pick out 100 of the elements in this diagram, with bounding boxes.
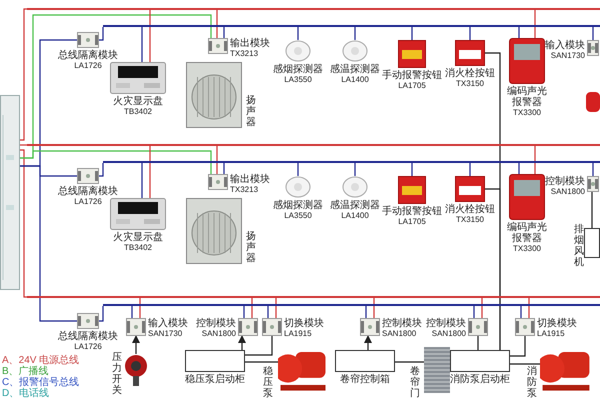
model-number: LA1915	[537, 329, 566, 339]
device-name: 控制模块	[382, 318, 423, 329]
model-number: SAN1730	[148, 329, 184, 339]
device-name: 消火栓按钮	[444, 68, 496, 79]
device-name: 输入模块	[148, 318, 189, 329]
legend-text: B、广播线	[2, 366, 49, 377]
wire	[411, 163, 413, 176]
model-number: LA3550	[283, 75, 313, 85]
wire	[592, 163, 594, 176]
wire	[373, 298, 375, 318]
device-name: 输入模块	[545, 40, 585, 51]
wire	[99, 163, 104, 177]
arrow	[364, 335, 372, 350]
device-name: 卷帘门	[410, 366, 420, 399]
legend-text: D、电话线	[2, 388, 50, 399]
wire	[20, 8, 27, 141]
device-name: 感烟探测器	[272, 64, 324, 75]
wire	[267, 306, 269, 318]
wire	[141, 163, 143, 198]
wire	[485, 188, 501, 350]
model-number: LA3550	[283, 211, 313, 221]
model-number: SAN1730	[550, 51, 585, 61]
wire	[245, 336, 273, 356]
wire	[131, 306, 133, 318]
arrow	[238, 335, 246, 350]
model-number: TX3150	[454, 215, 486, 225]
device-name: 消防泵启动柜	[450, 374, 510, 385]
wire	[395, 361, 424, 363]
arrow	[132, 335, 140, 354]
wire	[481, 298, 483, 318]
device-name: 稳压泵启动柜	[185, 374, 245, 385]
model-number: LA1915	[284, 329, 313, 339]
device-name: 控制模块	[545, 176, 585, 187]
model-number: LA1400	[340, 75, 370, 85]
wire	[216, 10, 218, 38]
device-name: 总线隔离模块	[57, 186, 119, 197]
model-number: SAN1800	[550, 187, 585, 197]
model-number: LA1726	[73, 342, 103, 352]
model-number: LA1400	[340, 211, 370, 221]
model-number: LA1705	[397, 81, 427, 91]
device-name: 总线隔离模块	[57, 50, 119, 61]
model-number: LA1726	[73, 61, 103, 71]
device-name: 切换模块	[284, 318, 325, 329]
wire	[520, 306, 522, 318]
wire	[365, 306, 367, 318]
device-name: 总线隔离模块	[57, 331, 119, 342]
wire	[473, 306, 475, 318]
device-name: 输出模块	[230, 174, 271, 185]
wire	[510, 363, 540, 365]
wire	[591, 192, 593, 228]
model-number: TX3213	[230, 185, 260, 195]
wire	[243, 306, 245, 318]
device-name: 消防泵	[527, 366, 537, 399]
model-number: SAN1800	[200, 329, 236, 339]
wire	[534, 10, 536, 38]
wire	[510, 336, 526, 357]
wire	[275, 298, 277, 318]
wire	[141, 27, 143, 62]
device-name: 扬声器	[246, 95, 256, 128]
model-number: SAN1800	[382, 329, 418, 339]
wire	[149, 146, 151, 198]
device-name: 编码声光报警器	[506, 86, 548, 108]
model-number: TX3213	[230, 49, 260, 59]
device-name: 手动报警按钮	[381, 70, 443, 81]
device-name: 消火栓按钮	[444, 204, 496, 215]
wire	[245, 361, 278, 363]
device-name: 控制模块	[425, 318, 466, 329]
device-name: 扬声器	[246, 231, 256, 264]
model-number: TX3300	[512, 108, 542, 118]
device-name: 火灾显示盘	[112, 96, 164, 107]
wire	[469, 27, 471, 40]
device-name: 稳压泵	[263, 366, 273, 399]
device-name: 切换模块	[537, 318, 578, 329]
wire	[518, 163, 520, 174]
wire	[297, 163, 299, 176]
device-name: 卷帘控制箱	[339, 374, 391, 385]
device-name: 火灾显示盘	[112, 232, 164, 243]
model-number: LA1726	[73, 197, 103, 207]
wire	[251, 298, 253, 318]
wire	[528, 298, 530, 318]
device-name: 感温探测器	[329, 64, 381, 75]
model-number: TX3150	[454, 79, 486, 89]
wire	[223, 163, 225, 174]
legend-text: C、报警信号总线	[2, 377, 80, 388]
wire	[99, 306, 104, 322]
wire	[20, 149, 27, 298]
wire	[99, 27, 104, 41]
model-number: TB3402	[122, 243, 154, 253]
wire	[477, 336, 479, 350]
wire	[297, 27, 299, 40]
wire	[354, 163, 356, 176]
model-number: LA1705	[397, 217, 427, 227]
wire	[518, 27, 520, 38]
wire	[354, 27, 356, 40]
wire	[534, 146, 536, 174]
device-name: 排烟风机	[574, 224, 584, 268]
wire	[216, 146, 218, 174]
device-name: 输出模块	[230, 38, 271, 49]
wire	[20, 150, 212, 174]
device-name: 编码声光报警器	[506, 222, 548, 244]
